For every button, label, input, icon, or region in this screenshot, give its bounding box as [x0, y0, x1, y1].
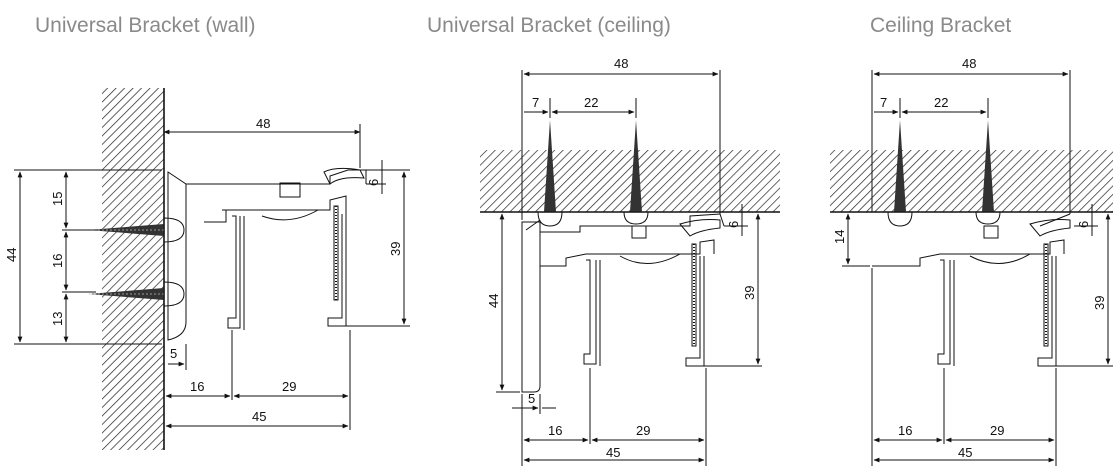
- dim-uc-48: 48: [614, 56, 628, 71]
- dim-wall-45: 45: [252, 409, 266, 424]
- drawing-wall-bracket: 48 44 15 16 13 6 39 5 16 29 45: [4, 88, 410, 450]
- wall-hatch: [102, 88, 164, 450]
- dim-wall-13: 13: [50, 312, 65, 326]
- dim-wall-16: 16: [50, 254, 65, 268]
- dim-wall-29: 29: [282, 379, 296, 394]
- dim-cb-29: 29: [990, 423, 1004, 438]
- dim-uc-44: 44: [486, 294, 501, 308]
- screw-upper: [88, 217, 185, 243]
- dim-uc-29: 29: [636, 423, 650, 438]
- drawing-ceiling-bracket: 48 7 22 14 6 39 16 29 45: [830, 56, 1113, 466]
- drawing-universal-ceiling-bracket: 48 7 22 6 39 44 5 16 29 45: [480, 56, 780, 466]
- dim-wall-48: 48: [256, 116, 270, 131]
- dim-wall-5: 5: [170, 346, 177, 361]
- dim-cb-16: 16: [898, 423, 912, 438]
- dim-cb-14: 14: [832, 230, 847, 244]
- dim-wall-44: 44: [4, 248, 19, 262]
- screw-lower: [88, 281, 185, 307]
- dim-uc-16: 16: [548, 423, 562, 438]
- dim-cb-45: 45: [958, 445, 972, 460]
- dim-uc-6: 6: [726, 221, 741, 228]
- dim-wall-6: 6: [366, 179, 381, 186]
- panel-title-ceiling: Ceiling Bracket: [870, 14, 1012, 37]
- dim-uc-7: 7: [532, 95, 539, 110]
- dim-uc-5: 5: [528, 391, 535, 406]
- dim-uc-39: 39: [742, 286, 757, 300]
- panel-title-wall: Universal Bracket (wall): [35, 14, 256, 37]
- dim-wall-16b: 16: [190, 379, 204, 394]
- dim-uc-22: 22: [584, 95, 598, 110]
- dim-cb-7: 7: [880, 95, 887, 110]
- screw-left-2: [887, 120, 913, 227]
- ceiling-hatch-1: [480, 150, 780, 212]
- dim-cb-22: 22: [934, 95, 948, 110]
- dim-cb-48: 48: [962, 56, 976, 71]
- screw-right-2: [975, 120, 1001, 239]
- dim-uc-45: 45: [606, 445, 620, 460]
- dim-cb-6: 6: [1076, 221, 1091, 228]
- screw-right: [623, 120, 649, 239]
- dim-wall-15: 15: [50, 192, 65, 206]
- dim-wall-39: 39: [388, 242, 403, 256]
- panel-title-universal-ceiling: Universal Bracket (ceiling): [427, 14, 671, 37]
- dim-cb-39: 39: [1092, 296, 1107, 310]
- screw-left: [537, 120, 563, 227]
- ceiling-hatch-2: [830, 150, 1113, 212]
